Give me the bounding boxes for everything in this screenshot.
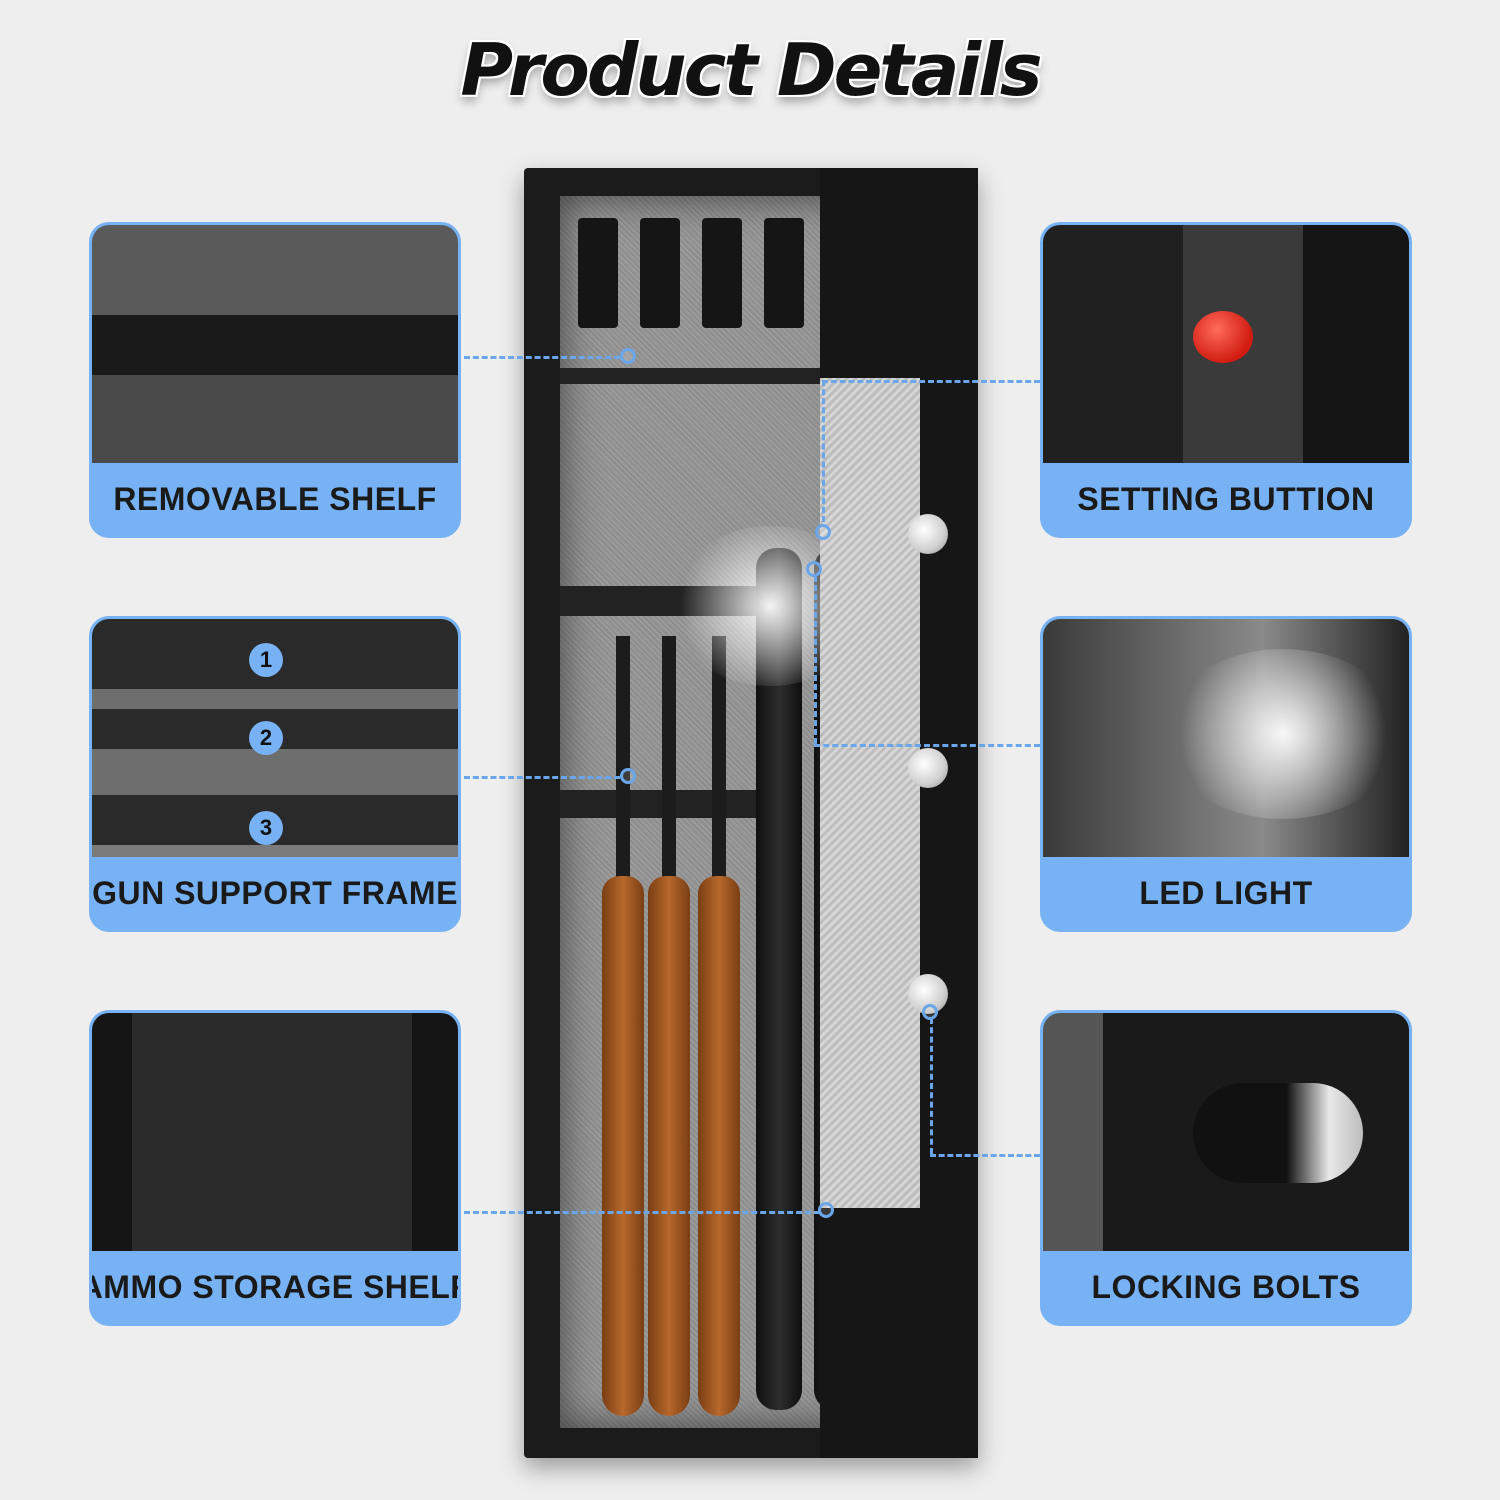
pistol-icon [578, 218, 618, 328]
feature-label: LED LIGHT [1139, 874, 1313, 911]
connector-line [822, 380, 825, 522]
feature-card-setting-button: SETTING BUTTION [1040, 222, 1412, 538]
connector-line [822, 380, 1040, 383]
feature-label: REMOVABLE SHELF [113, 480, 437, 517]
page-title: Product Details [460, 28, 1042, 112]
door-panel [820, 378, 920, 1208]
rifle-stock [602, 876, 644, 1416]
pistol-icon [702, 218, 742, 328]
feature-label: AMMO STORAGE SHELF [89, 1268, 461, 1305]
connector-dot [815, 524, 831, 540]
feature-card-ammo-storage-shelf: AMMO STORAGE SHELF [89, 1010, 461, 1326]
connector-line [464, 356, 620, 359]
frame-number-badge: 2 [249, 721, 283, 755]
locking-bolt-knob [908, 748, 948, 788]
pistol-icon [640, 218, 680, 328]
locking-bolt-knob [908, 514, 948, 554]
feature-label: GUN SUPPORT FRAME [92, 874, 458, 911]
feature-card-removable-shelf: REMOVABLE SHELF [89, 222, 461, 538]
feature-card-gun-support-frame: 1 2 3 GUN SUPPORT FRAME [89, 616, 461, 932]
feature-card-led-light: LED LIGHT [1040, 616, 1412, 932]
rifle-stock [648, 876, 690, 1416]
removable-shelf-graphic [560, 368, 860, 384]
connector-line [464, 776, 620, 779]
feature-card-locking-bolts: LOCKING BOLTS [1040, 1010, 1412, 1326]
feature-label: SETTING BUTTION [1077, 480, 1375, 517]
removable-shelf-photo [92, 225, 458, 463]
ammo-shelf-photo [92, 1013, 458, 1251]
bolt-icon [1193, 1083, 1363, 1183]
rifle-stock [698, 876, 740, 1416]
pistol-icon [764, 218, 804, 328]
safe-interior [560, 196, 870, 1428]
connector-line [930, 1154, 1040, 1157]
shotgun [756, 548, 802, 1410]
red-button-icon [1193, 311, 1253, 363]
frame-number-badge: 1 [249, 643, 283, 677]
feature-label: LOCKING BOLTS [1091, 1268, 1361, 1305]
connector-dot [922, 1004, 938, 1020]
connector-dot [620, 768, 636, 784]
gun-safe-image [524, 168, 978, 1458]
connector-dot [818, 1202, 834, 1218]
frame-number-badge: 3 [249, 811, 283, 845]
connector-dot [806, 561, 822, 577]
connector-line [464, 1211, 820, 1214]
connector-line [814, 576, 817, 744]
connector-line [814, 744, 1040, 747]
connector-line [930, 1018, 933, 1154]
connector-dot [620, 348, 636, 364]
led-light-icon [1163, 649, 1403, 819]
safe-door [820, 168, 978, 1458]
